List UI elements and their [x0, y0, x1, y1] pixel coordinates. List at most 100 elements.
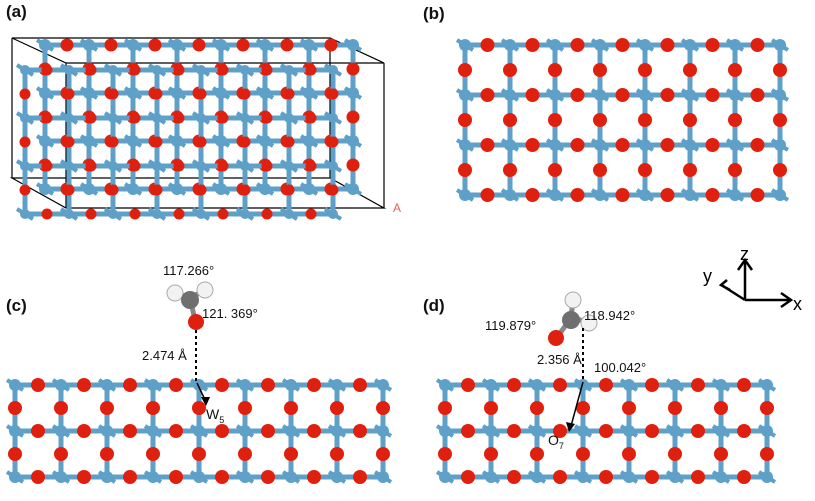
- angle-label-c-top: 117.266°: [163, 263, 215, 278]
- oxygen-atom: [217, 64, 229, 76]
- oxygen-atom: [239, 136, 251, 148]
- tungsten-atom: [377, 379, 389, 391]
- oxygen-atom: [261, 378, 275, 392]
- tungsten-atom: [549, 39, 561, 51]
- oxygen-atom: [353, 378, 367, 392]
- tungsten-atom: [623, 471, 635, 483]
- oxygen-atom: [553, 470, 567, 484]
- tungsten-atom: [577, 425, 589, 437]
- angle-label-d-left: 119.879°: [485, 318, 537, 333]
- oxygen-atom: [195, 136, 207, 148]
- oxygen-atom: [31, 470, 45, 484]
- oxygen-atom: [261, 112, 273, 124]
- tungsten-atom: [101, 425, 113, 437]
- tungsten-atom: [9, 425, 21, 437]
- oxygen-atom: [280, 38, 294, 52]
- oxygen-atom: [100, 401, 114, 415]
- tungsten-atom: [127, 39, 139, 51]
- tungsten-atom: [328, 65, 338, 75]
- distance-label-c: 2.474 Å: [142, 348, 187, 363]
- tungsten-atom: [193, 471, 205, 483]
- tungsten-atom: [108, 161, 118, 171]
- oxygen-atom: [129, 208, 141, 220]
- tungsten-atom: [9, 379, 21, 391]
- tungsten-atom: [239, 471, 251, 483]
- tungsten-atom: [83, 135, 95, 147]
- oxygen-atom: [705, 38, 720, 52]
- oxygen-atom: [31, 424, 45, 438]
- oxygen-atom: [283, 136, 295, 148]
- site-label-d: O7: [548, 432, 564, 451]
- tungsten-atom: [328, 161, 338, 171]
- oxygen-atom: [100, 447, 114, 461]
- oxygen-atom: [622, 401, 636, 415]
- tungsten-atom: [439, 471, 451, 483]
- panel-b-label: (b): [423, 4, 445, 23]
- tungsten-atom: [594, 139, 606, 151]
- tungsten-atom: [259, 87, 271, 99]
- oxygen-atom: [615, 138, 630, 152]
- tungsten-atom: [147, 379, 159, 391]
- oxygen-atom: [668, 447, 682, 461]
- tungsten-atom: [83, 183, 95, 195]
- oxygen-atom: [85, 160, 97, 172]
- tungsten-atom: [64, 209, 74, 219]
- tungsten-atom: [669, 379, 681, 391]
- oxygen-atom: [638, 163, 652, 177]
- oxygen-atom: [553, 378, 567, 392]
- panel-d-label: (d): [423, 296, 445, 315]
- tungsten-atom: [240, 161, 250, 171]
- tungsten-atom: [761, 471, 773, 483]
- tungsten-atom: [240, 209, 250, 219]
- oxygen-atom: [173, 112, 185, 124]
- oxygen-atom: [461, 378, 475, 392]
- lattice-d: [435, 378, 777, 484]
- oxygen-atom: [570, 138, 585, 152]
- oxygen-atom: [660, 188, 675, 202]
- carbon-atom: [562, 311, 580, 329]
- tungsten-atom: [331, 425, 343, 437]
- tungsten-atom: [485, 471, 497, 483]
- lattice-c: [5, 378, 393, 484]
- tungsten-atom: [39, 87, 51, 99]
- tungsten-atom: [101, 379, 113, 391]
- oxygen-atom: [691, 378, 705, 392]
- oxygen-atom: [615, 188, 630, 202]
- oxygen-atom: [503, 163, 517, 177]
- tungsten-atom: [9, 471, 21, 483]
- oxygen-atom: [438, 401, 452, 415]
- oxygen-atom: [123, 470, 137, 484]
- oxygen-atom: [593, 163, 607, 177]
- tungsten-atom: [459, 189, 471, 201]
- oxygen-atom: [307, 424, 321, 438]
- oxygen-atom: [85, 112, 97, 124]
- tungsten-atom: [303, 135, 315, 147]
- tungsten-atom: [64, 161, 74, 171]
- oxygen-atom: [239, 88, 251, 100]
- hydrogen-atom: [580, 314, 598, 332]
- tungsten-atom: [684, 189, 696, 201]
- tungsten-atom: [761, 425, 773, 437]
- oxygen-atom: [525, 88, 540, 102]
- tungsten-atom: [485, 379, 497, 391]
- panel-c-adsorption: [5, 281, 393, 484]
- tungsten-atom: [594, 39, 606, 51]
- tungsten-atom: [639, 189, 651, 201]
- tungsten-atom: [774, 89, 786, 101]
- tungsten-atom: [101, 471, 113, 483]
- panel-c-label: (c): [6, 296, 27, 315]
- tungsten-atom: [774, 39, 786, 51]
- tungsten-atom: [39, 39, 51, 51]
- oxygen-atom: [458, 63, 472, 77]
- oxygen-atom: [576, 401, 590, 415]
- oxygen-atom: [123, 378, 137, 392]
- oxygen-atom: [192, 447, 206, 461]
- oxygen-atom: [129, 112, 141, 124]
- oxygen-atom: [284, 447, 298, 461]
- tungsten-atom: [439, 379, 451, 391]
- tungsten-atom: [55, 425, 67, 437]
- oxygen-atom: [217, 208, 229, 220]
- tungsten-atom: [303, 183, 315, 195]
- oxygen-atom: [773, 163, 787, 177]
- tungsten-atom: [669, 471, 681, 483]
